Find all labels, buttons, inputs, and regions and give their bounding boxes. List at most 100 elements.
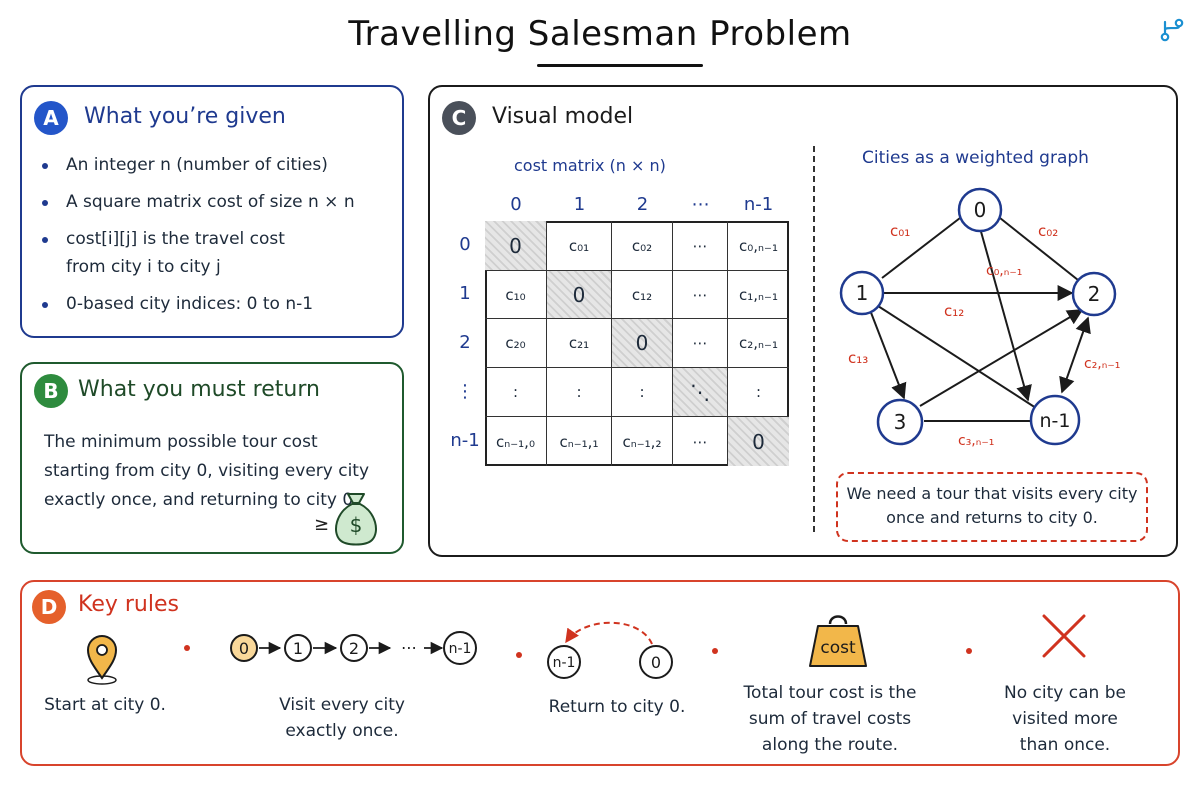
svg-text:1: 1: [856, 281, 869, 305]
matrix-cell: c₀₂: [612, 221, 673, 271]
matrix-row-header: 0: [459, 234, 471, 255]
panel-what-given: [20, 85, 404, 338]
given-item-3-cont: from city i to city j: [66, 257, 221, 277]
seq-node-n1: [443, 631, 477, 665]
matrix-cell: :: [547, 368, 612, 417]
weight-icon: cost: [809, 615, 867, 667]
matrix-col-header: ⋯: [691, 194, 710, 215]
matrix-col-header: 0: [510, 194, 522, 215]
rule-start: Start at city 0.: [44, 695, 166, 715]
svg-text:0: 0: [239, 639, 249, 658]
matrix-cell: :: [728, 368, 789, 417]
weighted-graph: 0 1 2 3 n-1 c₀₁ c₀₂ c₀,ₙ₋₁ c₁₂ c₁₃ c₂,ₙ₋…: [839, 187, 1120, 449]
matrix-col-header: 1: [573, 194, 586, 215]
panel-key-rules: [20, 580, 1180, 766]
svg-text:2: 2: [349, 639, 359, 658]
matrix-diagonal-cell: 0: [547, 271, 612, 319]
visit-sequence: 0 1 2 ⋯ n-1: [230, 631, 477, 665]
svg-text:3: 3: [894, 410, 907, 434]
badge-d: D: [32, 590, 66, 624]
svg-text:2: 2: [1088, 282, 1101, 306]
matrix-diagonal-cell: 0: [485, 221, 547, 271]
panel-visual-model: [428, 85, 1178, 557]
bullet-dot: [42, 163, 48, 169]
matrix-cell: :: [612, 368, 673, 417]
return-node-0: [639, 645, 673, 679]
matrix-row-header: 1: [459, 283, 471, 304]
matrix-row-header: 2: [459, 331, 471, 353]
cross-icon: [1042, 614, 1086, 658]
matrix-cell: cₙ₋₁,₀: [485, 417, 547, 466]
matrix-caption: cost matrix (n × n): [514, 156, 666, 175]
edge-label-c2n1: c₂,ₙ₋₁: [1084, 356, 1120, 372]
rule-total-cost: Total tour cost is the sum of travel cos…: [743, 683, 917, 755]
panel-a-title: What you’re given: [84, 104, 286, 129]
matrix-cell: c₁,ₙ₋₁: [728, 271, 789, 319]
given-item-4: 0-based city indices: 0 to n-1: [66, 294, 314, 314]
edge-3-2: [919, 309, 1084, 407]
rule-no-revisit: No city can be visited more than once.: [1004, 683, 1126, 755]
money-bag-icon: $: [335, 493, 377, 546]
badge-c: C: [442, 101, 476, 135]
matrix-cell: c₀₁: [547, 221, 612, 271]
matrix-diagonal-cell: ⋱: [673, 368, 728, 417]
money-dollar-sign: $: [350, 513, 363, 537]
edge-1-n1: [877, 305, 1037, 409]
edge-label-c02: c₀₂: [1038, 222, 1058, 240]
seq-node-0: [230, 634, 258, 662]
matrix-row-header: ⋮: [456, 380, 474, 402]
matrix-cell: ⋯: [673, 221, 728, 271]
rule-separator: [712, 648, 718, 654]
given-item-3: cost[i][j] is the travel cost: [66, 229, 285, 249]
tour-note-box: [836, 472, 1148, 542]
matrix-row-header: n-1: [450, 429, 480, 451]
rule-visit-every: Visit every city exactly once.: [279, 695, 405, 741]
edge-label-c13: c₁₃: [848, 349, 868, 367]
matrix-cell: cₙ₋₁,₂: [612, 417, 673, 466]
svg-text:0: 0: [651, 653, 661, 672]
matrix-diagonal-cell: 0: [728, 417, 789, 466]
matrix-cell: c₁₂: [612, 271, 673, 319]
graph-node-0: 0: [957, 187, 1003, 233]
return-description: The minimum possible tour cost starting …: [44, 432, 370, 510]
matrix-cell: cₙ₋₁,₁: [547, 417, 612, 466]
graph-caption: Cities as a weighted graph: [862, 148, 1089, 168]
graph-node-2: 2: [1071, 271, 1117, 317]
rule-separator: [184, 645, 190, 651]
seq-node-2: [340, 634, 368, 662]
graph-node-n1: n-1: [1029, 394, 1081, 446]
panel-must-return: [20, 362, 404, 554]
panel-d-title: Key rules: [78, 592, 179, 617]
bullet-dot: [42, 302, 48, 308]
seq-node-1: [284, 634, 312, 662]
matrix-cell: :: [485, 368, 547, 417]
tour-note-text: We need a tour that visits every city on…: [846, 484, 1138, 527]
weight-label: cost: [820, 638, 856, 658]
badge-a: A: [34, 101, 68, 135]
graph-node-3: 3: [876, 398, 924, 446]
bullet-dot: [42, 237, 48, 243]
edge-label-c01: c₀₁: [890, 222, 910, 240]
rule-separator: [516, 652, 522, 658]
bullet-dot: [42, 200, 48, 206]
svg-text:n-1: n-1: [1040, 410, 1071, 432]
matrix-cell: c₂₀: [485, 319, 547, 368]
edge-0-n1: [979, 227, 1032, 402]
edge-2-n1: [1059, 316, 1091, 394]
rule-separator: [966, 648, 972, 654]
dashed-divider: [813, 146, 815, 532]
edge-label-c3n1: c₃,ₙ₋₁: [958, 433, 994, 449]
svg-text:0: 0: [974, 198, 987, 222]
greater-equal-sign: ≥: [314, 514, 330, 535]
matrix-diagonal-cell: 0: [612, 319, 673, 368]
page-title: Travelling Salesman Problem: [348, 14, 852, 54]
matrix-cell: c₂,ₙ₋₁: [728, 319, 789, 368]
edge-0-2: [999, 217, 1079, 281]
rule-return: Return to city 0.: [548, 697, 686, 717]
return-node-n1: [547, 645, 581, 679]
seq-dots: ⋯: [401, 638, 417, 657]
matrix-cell: ⋯: [673, 417, 728, 466]
svg-text:n-1: n-1: [553, 655, 576, 671]
given-item-2: A square matrix cost of size n × n: [66, 192, 355, 212]
